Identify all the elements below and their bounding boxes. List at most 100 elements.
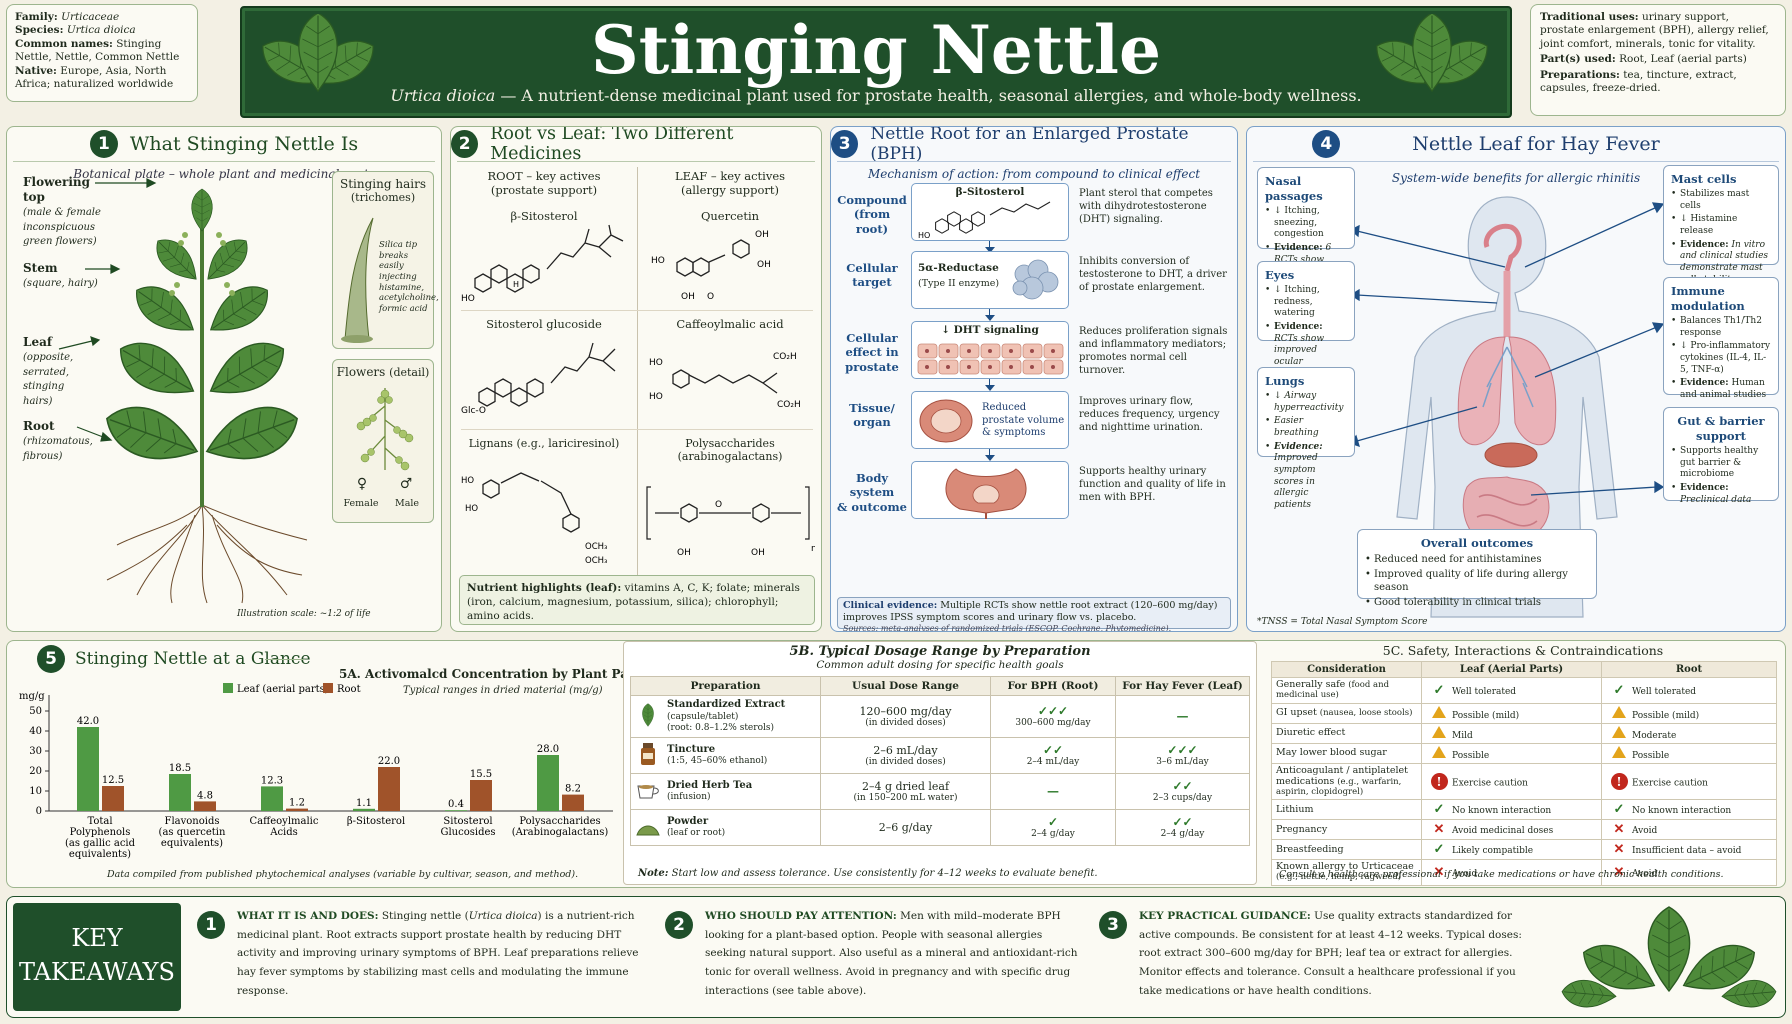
family-value: Urticaceae <box>61 11 120 23</box>
molecule-name: Sitosterol glucoside <box>486 317 602 331</box>
nutrient-highlights: Nutrient highlights (leaf): vitamins A, … <box>459 575 815 625</box>
table-row: Known allergy to Urticaceae (e.g., nettl… <box>1271 859 1777 887</box>
bar-value-label: 18.5 <box>169 763 191 774</box>
takeaway-3: KEY PRACTICAL GUIDANCE: Use quality extr… <box>1139 910 1522 997</box>
arrow-head <box>985 385 995 391</box>
dose-hay-cell: ✓✓2–3 cups/day <box>1115 772 1250 810</box>
safety-leaf-cell: ✓Likely compatible <box>1421 839 1602 861</box>
safety-table: Consideration Leaf (Aerial Parts) Root G… <box>1271 661 1777 887</box>
section-subtitle: Botanical plate – whole plant and medici… <box>73 167 375 181</box>
safety-footer: Consult a healthcare professional if you… <box>1279 869 1724 880</box>
flowers-title: Flowers <box>336 365 386 379</box>
common-label: Common names: <box>15 37 113 50</box>
subtitle-text: — A nutrient-dense medicinal plant used … <box>495 86 1362 105</box>
warning-icon <box>1612 725 1626 738</box>
x-tick-label: Glucosides <box>440 827 495 838</box>
bar-value-label: 1.2 <box>289 798 305 809</box>
safety-consideration-cell: May lower blood sugar <box>1271 742 1422 764</box>
chart-footer: Data compiled from published phytochemic… <box>107 869 579 880</box>
svg-text:HO: HO <box>465 504 478 514</box>
molecule-name: Lignans (e.g., lariciresinol) <box>468 437 620 450</box>
tea-cup-icon <box>635 777 661 806</box>
common-value: Stinging Nettle, Nettle, Common Nettle <box>15 37 180 64</box>
x-tick-label: (as quercetin <box>159 827 226 838</box>
mech-box: β-Sitosterol HO <box>911 183 1069 241</box>
dose-bph-cell: ✓2–4 g/day <box>990 808 1116 846</box>
dose-range-cell: 2–4 g dried leaf(in 150–200 mL water) <box>820 772 991 810</box>
card-eyes: Eyes ↓ Itching, redness, wateringEvidenc… <box>1257 261 1355 379</box>
native-value: Europe, Asia, North Africa; naturalized … <box>15 64 174 91</box>
dose-prep-cell: Standardized Extract(capsule/tablet)(roo… <box>630 695 821 738</box>
bar-value-label: 42.0 <box>77 716 99 727</box>
section-title: Stinging Nettle at a Glance <box>75 649 311 669</box>
table-row: Powder(leaf or root) 2–6 g/day ✓2–4 g/da… <box>630 808 1250 846</box>
human-body-illustration <box>1396 196 1618 618</box>
safety-root-cell: ✓No known interaction <box>1601 799 1777 821</box>
bar-value-label: 0.4 <box>448 799 464 810</box>
alert-icon: ! <box>1610 773 1628 791</box>
hairs-title: Stinging hairs <box>340 177 426 191</box>
leaf-actives-head: LEAF – key actives(allergy support) <box>674 169 786 197</box>
x-tick-label: Acids <box>269 827 298 838</box>
safety-root-cell: ✕Avoid <box>1601 819 1777 841</box>
table-row: Anticoagulant / antiplatelet medications… <box>1271 762 1777 801</box>
dose-col-prep: Preparation <box>630 676 821 696</box>
safety-root-cell: Possible <box>1601 742 1777 764</box>
legend-label: Leaf (aerial parts) <box>237 684 329 695</box>
trichome-icon <box>341 217 374 343</box>
section-subtitle: Mechanism of action: from compound to cl… <box>867 167 1201 181</box>
safety-consideration-cell: Anticoagulant / antiplatelet medications… <box>1271 762 1422 801</box>
safety-leaf-cell: ✓Well tolerated <box>1421 677 1602 704</box>
down-arrow-icon <box>989 309 995 317</box>
x-tick-label: equivalents) <box>69 849 131 860</box>
safety-consideration-cell: GI upset (nausea, loose stools) <box>1271 702 1422 724</box>
family-label: Family: <box>15 11 58 23</box>
bar-value-label: 8.2 <box>565 784 581 795</box>
species-label: Species: <box>15 24 64 37</box>
dose-col-bph: For BPH (Root) <box>990 676 1116 696</box>
safety-root-cell: !Exercise caution <box>1601 762 1777 801</box>
bar <box>194 801 216 811</box>
mech-desc: Inhibits conversion of testosterone to D… <box>1079 256 1227 293</box>
dose-bph-cell: ✓✓2–4 mL/day <box>990 736 1116 774</box>
dosage-panel: 5B. Typical Dosage Range by Preparation … <box>623 641 1257 885</box>
mech-label: Body system& outcome <box>837 471 907 514</box>
safety-consideration-cell: Pregnancy <box>1271 819 1422 841</box>
dose-prep-cell: Powder(leaf or root) <box>630 808 821 846</box>
svg-text:HO: HO <box>461 476 474 486</box>
dose-hay-cell: — <box>1115 695 1250 738</box>
molecule-name: Caffeoylmalic acid <box>676 317 784 331</box>
x-tick-label: equivalents) <box>161 838 223 849</box>
dose-hay-cell: ✓✓2–4 g/day <box>1115 808 1250 846</box>
x-tick-label: β-Sitosterol <box>347 816 405 827</box>
table-row: Lithium ✓No known interaction ✓No known … <box>1271 799 1777 821</box>
section-subtitle: System-wide benefits for allergic rhinit… <box>1391 171 1641 185</box>
card-gut-barrier: Gut & barrier support Supports healthy g… <box>1663 407 1779 505</box>
safety-consideration-cell: Generally safe (food and medicinal use) <box>1271 677 1422 704</box>
svg-text:OCH₃: OCH₃ <box>585 542 607 552</box>
safety-root-cell: ✕Avoid <box>1601 859 1777 887</box>
tincture-bottle-icon <box>635 741 661 770</box>
beta-sitosterol-structure: HOH <box>461 224 624 304</box>
down-arrow-icon <box>989 449 995 457</box>
y-axis-label: mg/g <box>19 691 45 702</box>
chart-subtitle: Typical ranges in dried material (mg/g) <box>403 685 603 696</box>
check-icon: ✓ <box>1433 842 1445 858</box>
bar-value-label: 12.5 <box>102 775 124 786</box>
warning-icon <box>1432 725 1446 738</box>
dosage-title: 5B. Typical Dosage Range by Preparation <box>789 644 1091 659</box>
flower-cluster-icon <box>356 388 414 471</box>
svg-text:OH: OH <box>757 260 771 270</box>
svg-text:Glc-O: Glc-O <box>461 406 486 416</box>
safety-consideration-cell: Breastfeeding <box>1271 839 1422 861</box>
bar <box>562 794 584 811</box>
dose-col-range: Usual Dose Range <box>820 676 991 696</box>
mech-box: Reduced prostate volume & symptoms <box>911 391 1069 449</box>
x-tick-label: Flavonoids <box>165 816 220 827</box>
trad-value: urinary support, prostate enlargement (B… <box>1540 11 1769 50</box>
mech-desc: Plant sterol that competes with dihydrot… <box>1079 188 1213 225</box>
svg-text:OH: OH <box>751 548 765 558</box>
